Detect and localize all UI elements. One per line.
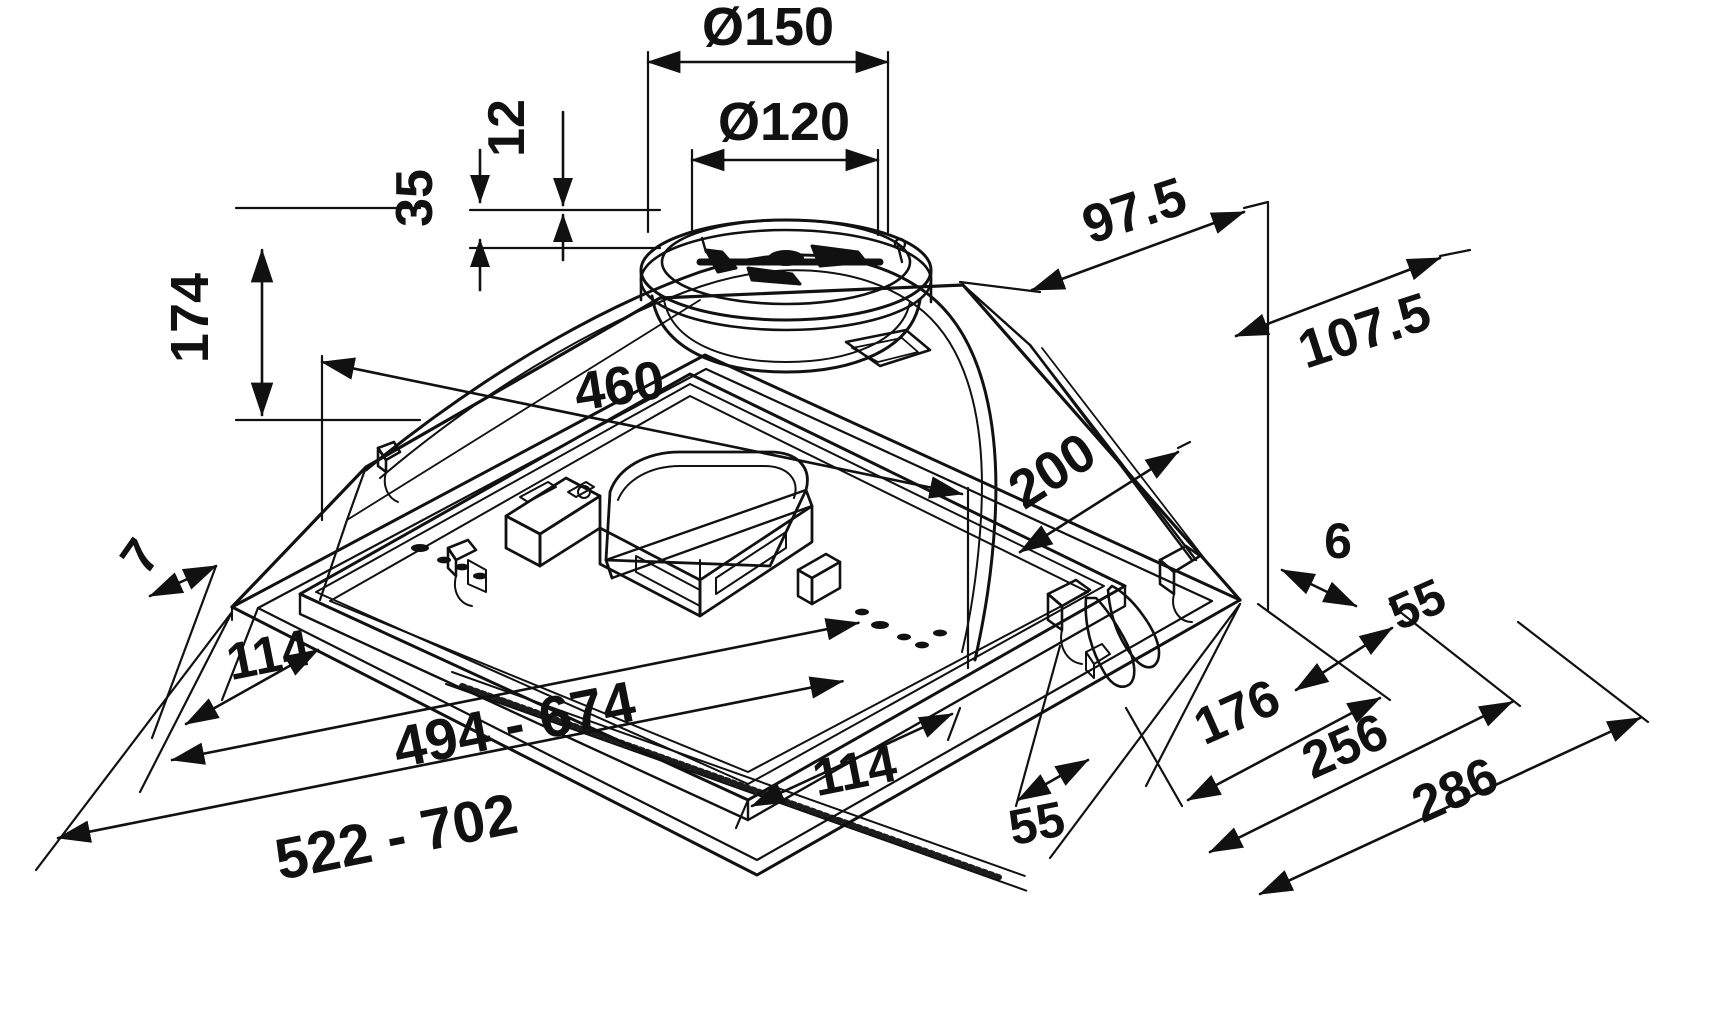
dim-6	[1280, 568, 1358, 608]
dim-200	[1018, 440, 1192, 554]
dim-label-12: 12	[478, 99, 536, 157]
dim-55-right	[1294, 626, 1394, 692]
dim-114-front	[734, 706, 962, 830]
dim-d150	[646, 50, 890, 234]
dimension-lines	[34, 50, 1650, 896]
dim-label-6: 6	[1324, 513, 1352, 569]
dim-label-35: 35	[386, 169, 444, 227]
dim-7	[148, 564, 218, 598]
dim-d120	[690, 148, 880, 237]
dim-12	[468, 110, 662, 262]
dim-286	[1258, 620, 1650, 896]
dim-label-174: 174	[160, 273, 220, 363]
dim-97-5	[958, 200, 1270, 294]
dim-107-5	[1234, 200, 1472, 612]
dim-55-bottom	[1014, 644, 1090, 808]
canopy-contour	[364, 253, 998, 662]
dim-label-d120: Ø120	[718, 92, 850, 152]
deck-holes	[411, 544, 947, 649]
duct-outlet	[639, 218, 933, 374]
dim-label-55-bottom: 55	[1004, 790, 1070, 856]
dim-460	[320, 354, 970, 670]
dim-522-702	[34, 602, 1242, 872]
dim-label-460: 460	[570, 350, 668, 423]
control-block	[598, 504, 814, 618]
dim-label-d150: Ø150	[702, 0, 834, 57]
right-bracket	[796, 552, 842, 606]
